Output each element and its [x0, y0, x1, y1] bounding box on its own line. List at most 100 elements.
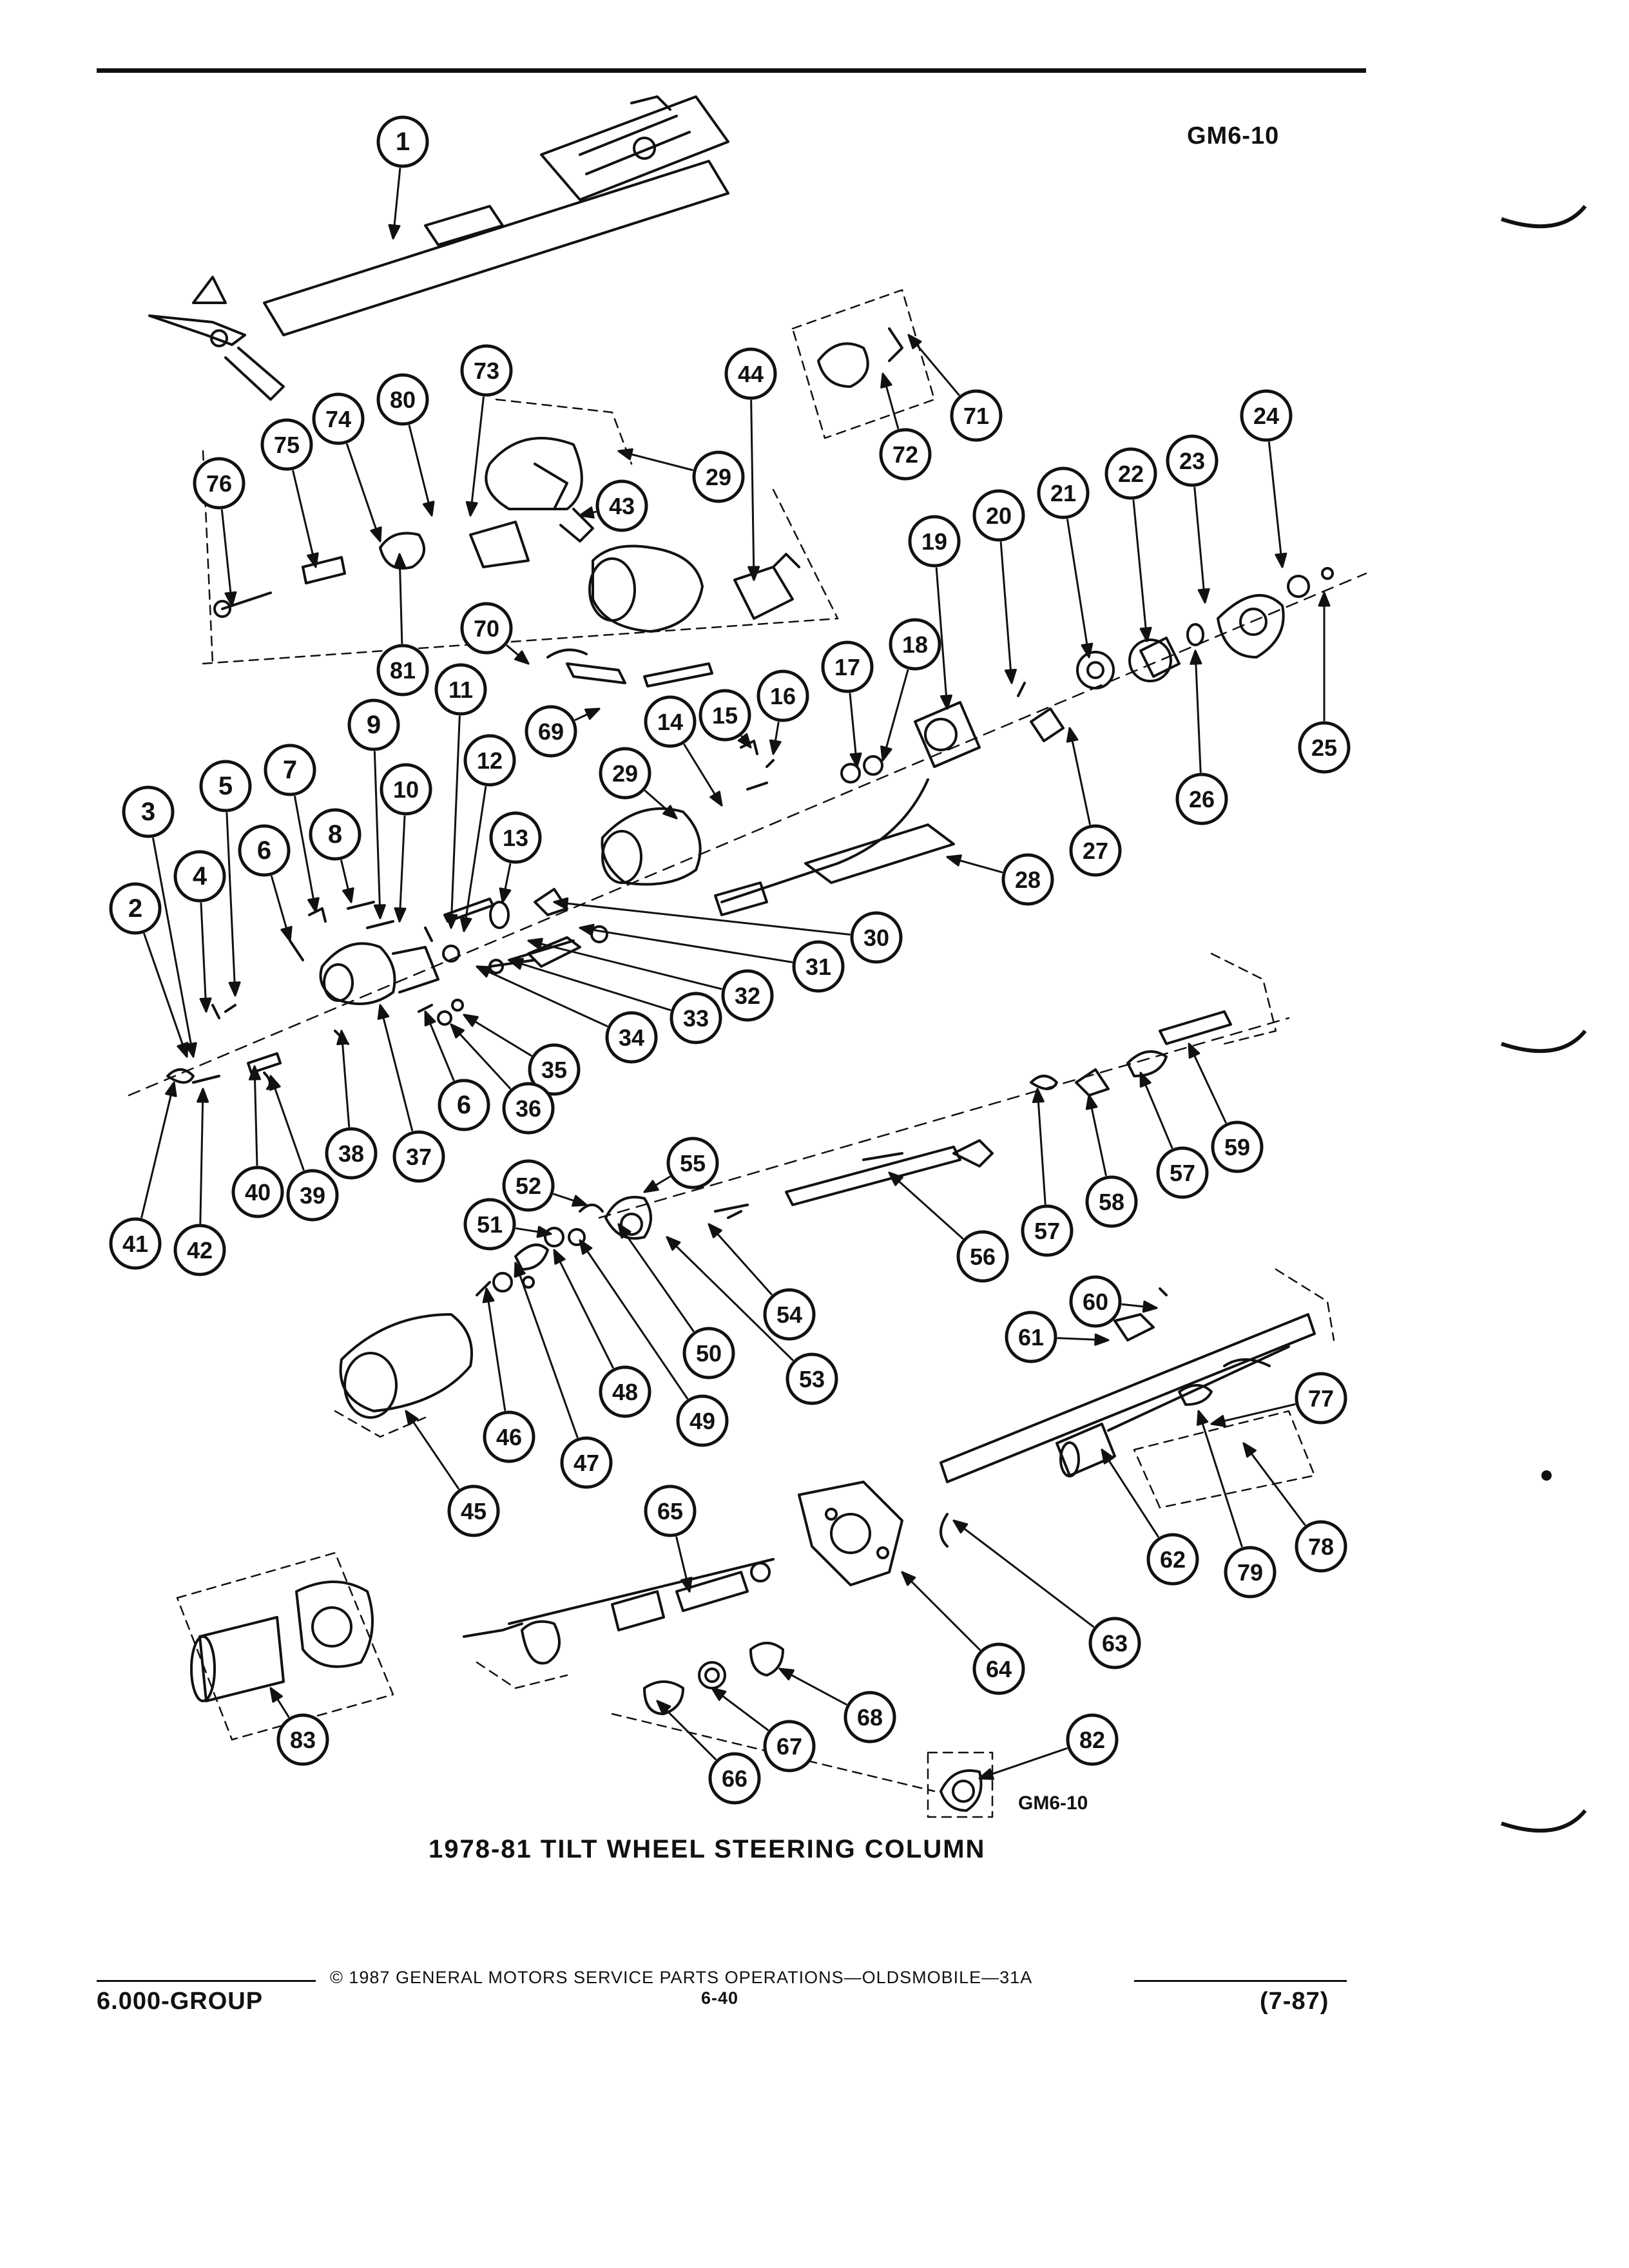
callout-51: 51	[463, 1198, 516, 1251]
leader-arrowhead	[377, 1004, 390, 1020]
callout-circle	[460, 344, 513, 397]
callout-circle	[1240, 389, 1293, 442]
callout-number: 40	[245, 1179, 271, 1206]
callout-number: 79	[1237, 1559, 1263, 1586]
callout-number: 14	[657, 709, 683, 735]
leader-arrowhead	[680, 1577, 693, 1593]
callout-16: 16	[757, 669, 809, 722]
callout-circle	[286, 1169, 339, 1222]
callout-36: 36	[502, 1082, 555, 1135]
leader-arrowhead	[711, 1687, 727, 1701]
leader-arrowhead	[450, 1023, 465, 1039]
callout-circle	[599, 1365, 651, 1418]
callout-number: 6	[257, 836, 271, 865]
callout-circle	[972, 1642, 1025, 1695]
upper-housing-group-drawing	[202, 398, 839, 687]
callout-13: 13	[489, 811, 542, 864]
leader-arrowhead	[888, 1171, 903, 1186]
leader-arrowhead	[737, 733, 752, 749]
leader-arrowhead	[1242, 1442, 1257, 1458]
leader-arrowhead	[778, 1667, 795, 1680]
callout-number: 54	[776, 1302, 802, 1328]
leader-line	[579, 1239, 688, 1399]
callout-number: 21	[1050, 480, 1076, 506]
callout-circle	[792, 940, 845, 993]
callout-circle	[463, 1198, 516, 1251]
leader-arrowhead	[579, 923, 595, 936]
callout-67: 67	[763, 1720, 816, 1773]
callout-circle	[347, 698, 400, 751]
leader-arrowhead	[579, 506, 595, 519]
callout-number: 17	[834, 654, 860, 680]
callout-22: 22	[1104, 447, 1157, 500]
leader-arrowhead	[394, 907, 407, 923]
callout-number: 62	[1160, 1546, 1186, 1573]
callout-47: 47	[560, 1436, 613, 1489]
leader-line	[408, 425, 433, 517]
callout-7: 7	[264, 744, 316, 796]
leader-line	[294, 795, 317, 913]
leader-arrowhead	[952, 1519, 969, 1533]
callout-34: 34	[605, 1011, 658, 1064]
callout-number: 55	[680, 1150, 706, 1177]
callout-circle	[972, 489, 1025, 542]
callout-circle	[843, 1691, 896, 1744]
leader-line	[1132, 499, 1148, 642]
callout-number: 12	[477, 747, 503, 774]
callout-52: 52	[502, 1159, 555, 1212]
leader-arrowhead	[666, 1236, 681, 1251]
leader-arrowhead	[1101, 1448, 1115, 1465]
leader-line	[1210, 1403, 1296, 1425]
leader-arrowhead	[940, 694, 952, 710]
callout-circle	[1224, 1546, 1277, 1599]
leader-arrowhead	[269, 1687, 283, 1703]
callout-circle	[956, 1230, 1009, 1283]
leader-arrowhead	[662, 805, 678, 820]
callout-44: 44	[724, 347, 777, 400]
leader-arrowhead	[1188, 1043, 1200, 1059]
leader-arrowhead	[476, 965, 492, 978]
callout-64: 64	[972, 1642, 1025, 1695]
callout-number: 73	[474, 358, 499, 384]
callout-circle	[447, 1485, 500, 1537]
callout-77: 77	[1295, 1372, 1347, 1425]
callout-number: 15	[712, 702, 738, 729]
callout-circle	[1088, 1617, 1141, 1669]
leader-arrowhead	[1210, 1415, 1226, 1427]
callout-number: 39	[300, 1182, 325, 1209]
callout-number: 20	[986, 503, 1012, 529]
figure-title: 1978-81 TILT WHEEL STEERING COLUMN	[429, 1835, 986, 1863]
callout-number: 80	[390, 387, 416, 413]
callout-23: 23	[1166, 434, 1219, 487]
callout-65: 65	[644, 1485, 697, 1537]
leader-line	[1068, 727, 1091, 825]
leader-line	[527, 939, 722, 990]
callout-63: 63	[1088, 1617, 1141, 1669]
leader-arrowhead	[394, 553, 407, 568]
callout-number: 2	[128, 894, 142, 923]
callout-5: 5	[199, 760, 252, 812]
callout-number: 16	[770, 683, 796, 709]
steering-shaft-parts-drawing	[476, 952, 1290, 1296]
callout-62: 62	[1146, 1533, 1199, 1586]
callout-circle	[489, 811, 542, 864]
callout-number: 71	[963, 403, 989, 429]
leader-arrowhead	[249, 1065, 262, 1081]
callout-3: 3	[122, 785, 175, 838]
footer-rule-left	[97, 1980, 316, 1982]
callout-48: 48	[599, 1365, 651, 1418]
callout-number: 37	[406, 1144, 432, 1170]
callout-circle	[528, 1043, 581, 1096]
callout-circle	[276, 1713, 329, 1766]
leader-arrowhead	[617, 448, 633, 461]
callout-40: 40	[231, 1166, 284, 1218]
callout-58: 58	[1085, 1175, 1138, 1228]
callout-circle	[525, 705, 577, 758]
leader-line	[1194, 649, 1202, 773]
leader-line	[901, 1571, 981, 1651]
callout-number: 41	[122, 1231, 148, 1257]
leader-arrowhead	[1318, 591, 1331, 607]
callout-circle	[264, 744, 316, 796]
callout-31: 31	[792, 940, 845, 993]
leader-arrowhead	[482, 1287, 495, 1303]
